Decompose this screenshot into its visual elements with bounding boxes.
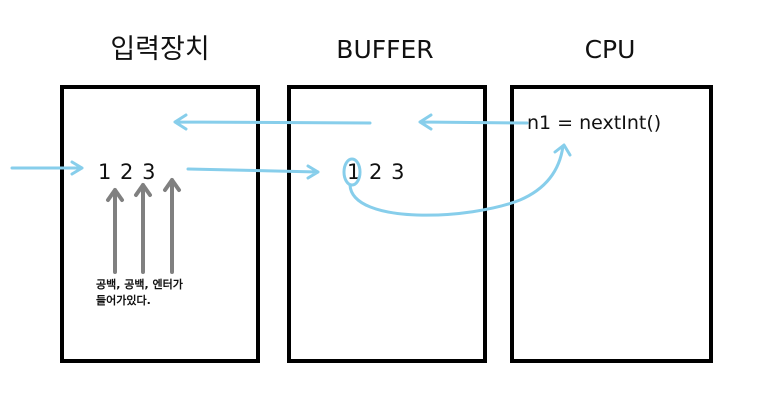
input-device-box xyxy=(60,85,260,363)
input-digits: 1 2 3 xyxy=(98,160,156,184)
buffer-digits: 1 2 3 xyxy=(347,160,405,184)
cpu-code-line: n1 = nextInt() xyxy=(527,112,662,134)
buffer-box xyxy=(287,85,487,363)
whitespace-note-line1: 공백, 공백, 엔터가 xyxy=(96,278,183,291)
cpu-box xyxy=(510,85,713,363)
buffer-title: BUFFER xyxy=(336,35,434,64)
input-device-title: 입력장치 xyxy=(110,34,210,65)
cpu-title: CPU xyxy=(584,35,636,64)
whitespace-note-line2: 들어가있다. xyxy=(96,294,151,307)
